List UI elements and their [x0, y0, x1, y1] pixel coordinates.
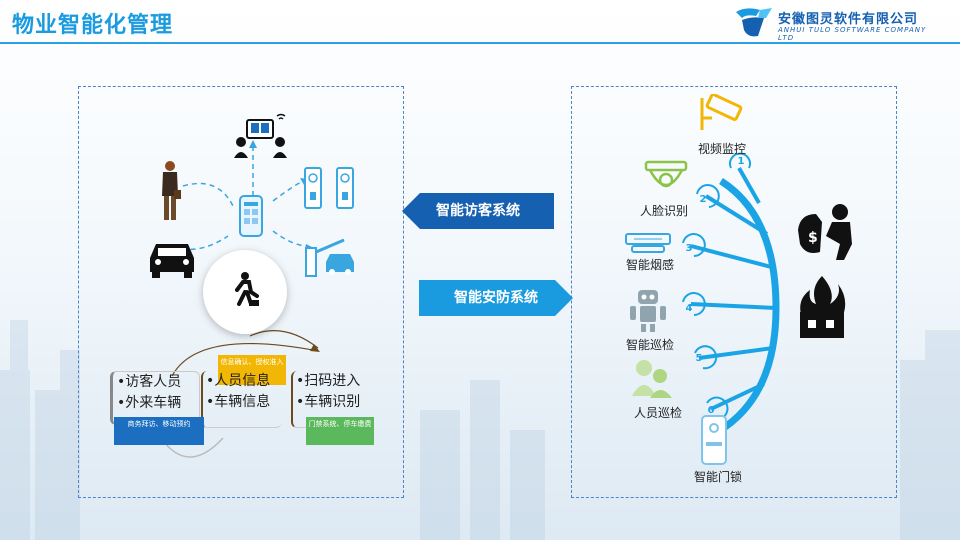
tag-business-visit: 商务拜访、移动预约 — [114, 417, 204, 445]
entry-circle — [203, 250, 287, 334]
svg-text:$: $ — [808, 230, 818, 246]
video-call-icon — [234, 113, 287, 158]
security-step-number: 5 — [696, 353, 703, 364]
security-step-number: 3 — [686, 243, 693, 254]
security-step-number: 2 — [700, 194, 707, 205]
visitor-entry-box: •扫码进入 •车辆识别 — [291, 371, 370, 428]
city-skyline-background — [0, 320, 960, 540]
label-video-monitoring: 视频监控 — [697, 142, 746, 156]
car-icon — [150, 244, 194, 278]
security-system-label: 智能安防系统 — [454, 290, 538, 306]
smartphone-icon — [239, 195, 263, 237]
patrol-robot-icon — [630, 290, 666, 332]
company-name-en: ANHUI TULO SOFTWARE COMPANY LTD — [778, 26, 927, 42]
page-title: 物业智能化管理 — [12, 13, 174, 38]
tag-access-parking: 门禁系统、停车缴费 — [306, 417, 374, 445]
tag-info-confirm: 信息确认、授权准入 — [218, 355, 286, 385]
header: 物业智能化管理 安徽图灵软件有限公司 ANHUI TULO SOFTWARE C… — [0, 0, 960, 44]
security-step-number: 6 — [708, 405, 715, 416]
company-logo-icon — [736, 8, 772, 37]
visitor-entry-item: •扫码进入 — [296, 373, 361, 389]
visitor-person-icon — [162, 161, 181, 220]
company-brand: 安徽图灵软件有限公司 ANHUI TULO SOFTWARE COMPANY L… — [734, 6, 944, 42]
security-step-number: 1 — [738, 156, 745, 167]
security-radial-diagram: 1 2 3 4 5 6 — [682, 152, 780, 434]
header-divider — [0, 42, 960, 44]
visitor-info-box: •人员信息 •车辆信息 — [201, 371, 282, 428]
label-smart-patrol: 智能巡检 — [625, 338, 674, 352]
cctv-camera-icon — [700, 94, 743, 130]
visitor-type-item: •外来车辆 — [117, 395, 182, 411]
visitor-system-arrow[interactable]: 智能访客系统 — [402, 193, 554, 229]
visitor-info-item: •人员信息 — [206, 373, 271, 389]
security-system-arrow[interactable]: 智能安防系统 — [419, 280, 573, 316]
security-step-number: 4 — [686, 303, 693, 314]
label-smart-lock: 智能门锁 — [693, 470, 742, 484]
label-personnel-patrol: 人员巡检 — [633, 406, 682, 420]
visitor-type-item: •访客人员 — [117, 374, 182, 390]
smart-lock-icon — [701, 415, 727, 465]
label-smart-smoke: 智能烟感 — [625, 258, 674, 272]
visitor-entry-item: •车辆识别 — [296, 394, 361, 410]
arrow-left-icon — [402, 193, 554, 229]
guard-person-icon — [632, 360, 672, 398]
label-face-recognition: 人脸识别 — [639, 204, 688, 218]
parking-barrier-icon — [305, 238, 354, 277]
visitor-system-panel — [78, 86, 404, 498]
arrow-right-icon — [419, 280, 573, 316]
thief-icon: $ — [798, 204, 852, 260]
visitor-types-box: •访客人员 •外来车辆 — [110, 371, 200, 425]
company-name: 安徽图灵软件有限公司 — [778, 12, 919, 27]
smoke-detector-icon — [625, 233, 671, 253]
visitor-info-item: •车辆信息 — [206, 394, 271, 410]
visitor-system-label: 智能访客系统 — [436, 203, 520, 219]
walking-person-icon — [235, 272, 259, 306]
access-gate-icon — [304, 167, 354, 209]
security-system-panel — [571, 86, 897, 498]
fire-building-icon — [800, 276, 846, 338]
dome-camera-icon — [644, 160, 688, 188]
